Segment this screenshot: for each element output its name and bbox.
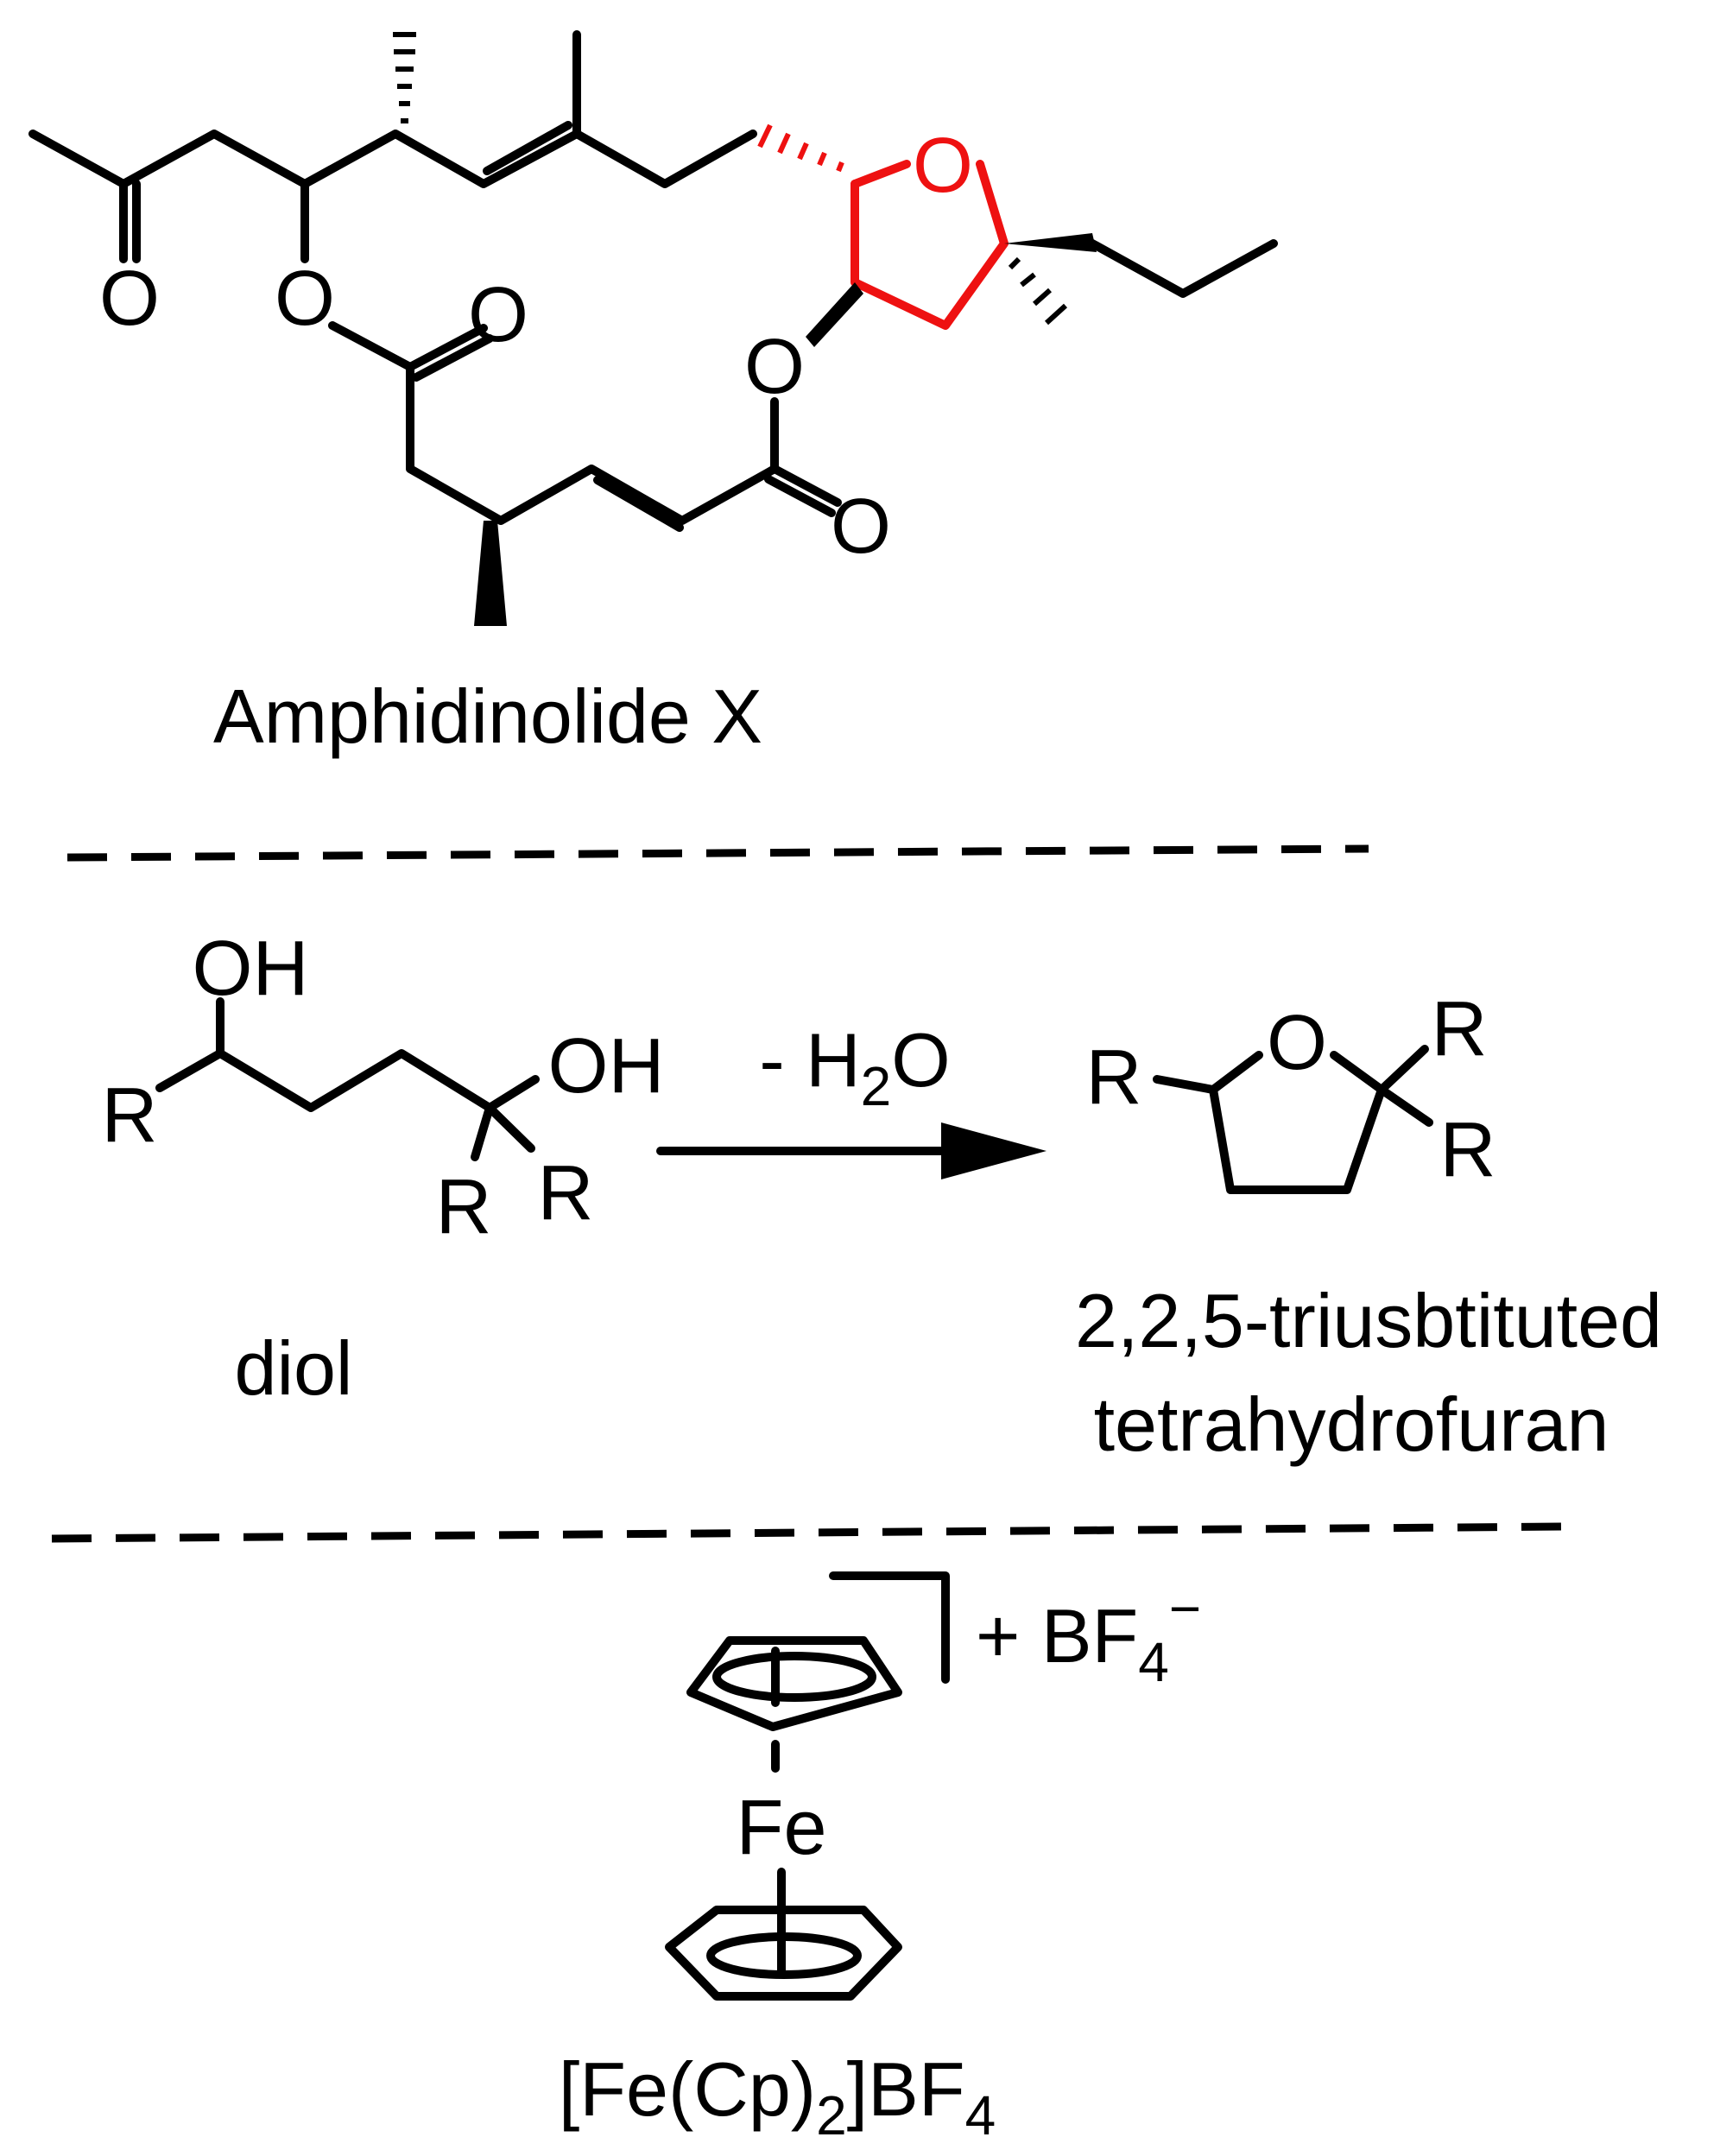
iron-label: Fe bbox=[736, 1785, 826, 1871]
separator-1 bbox=[66, 844, 1369, 862]
amphidinolide-atom-labels: O O O O O O bbox=[99, 123, 973, 570]
amphidinolide-x-structure: O O O O O O Amphidinolide X bbox=[28, 30, 1278, 759]
thf-r-label-2: R bbox=[1432, 986, 1488, 1072]
ferrocenium-structure: Fe + BF4− [Fe(Cp)2]BF4 bbox=[559, 1571, 1201, 2147]
amphidinolide-x-name: Amphidinolide X bbox=[213, 673, 762, 759]
thf-product-structure: O R R R 2,2,5-triusbtituted tetrahydrofu… bbox=[1075, 986, 1662, 1467]
carbonyl-oxygen-label-2: O bbox=[831, 484, 891, 570]
separator-2 bbox=[51, 1522, 1564, 1543]
ring-oxygen-label: O bbox=[913, 123, 973, 209]
product-name-line-1: 2,2,5-triusbtituted bbox=[1075, 1278, 1662, 1363]
stereo-wedges bbox=[474, 233, 1097, 626]
diol-r-label-1: R bbox=[102, 1072, 158, 1159]
thf-oxygen-label: O bbox=[1267, 1000, 1327, 1086]
counterion-label: + BF4− bbox=[976, 1577, 1201, 1693]
black-bonds bbox=[28, 30, 1278, 532]
red-thf-ring bbox=[851, 160, 1009, 330]
reaction-arrow: - H2O bbox=[656, 1017, 1047, 1179]
ester-oxygen-label-1: O bbox=[275, 256, 335, 342]
top-cp-ring bbox=[686, 1636, 902, 1731]
product-name-line-2: tetrahydrofuran bbox=[1094, 1381, 1609, 1467]
reaction-condition: - H2O bbox=[759, 1017, 950, 1117]
bottom-cp-ring bbox=[665, 1906, 902, 2001]
diol-oh-label-1: OH bbox=[193, 926, 309, 1012]
diol-r-label-3: R bbox=[538, 1150, 594, 1236]
diol-structure: OH OH R R R diol bbox=[102, 926, 665, 1411]
ferrocenium-formula: [Fe(Cp)2]BF4 bbox=[559, 2046, 996, 2147]
stereo-hashes bbox=[393, 32, 1068, 326]
ketone-oxygen-label: O bbox=[99, 256, 160, 342]
ester-oxygen-label-2: O bbox=[744, 324, 805, 410]
carbonyl-oxygen-label-1: O bbox=[468, 272, 528, 358]
arrow-head bbox=[941, 1122, 1047, 1179]
diol-oh-label-2: OH bbox=[548, 1023, 665, 1110]
diol-r-label-2: R bbox=[436, 1164, 492, 1250]
thf-r-label-3: R bbox=[1440, 1107, 1496, 1193]
diol-name: diol bbox=[235, 1325, 353, 1411]
thf-r-label-1: R bbox=[1086, 1034, 1142, 1121]
charge-bracket bbox=[829, 1571, 950, 1684]
